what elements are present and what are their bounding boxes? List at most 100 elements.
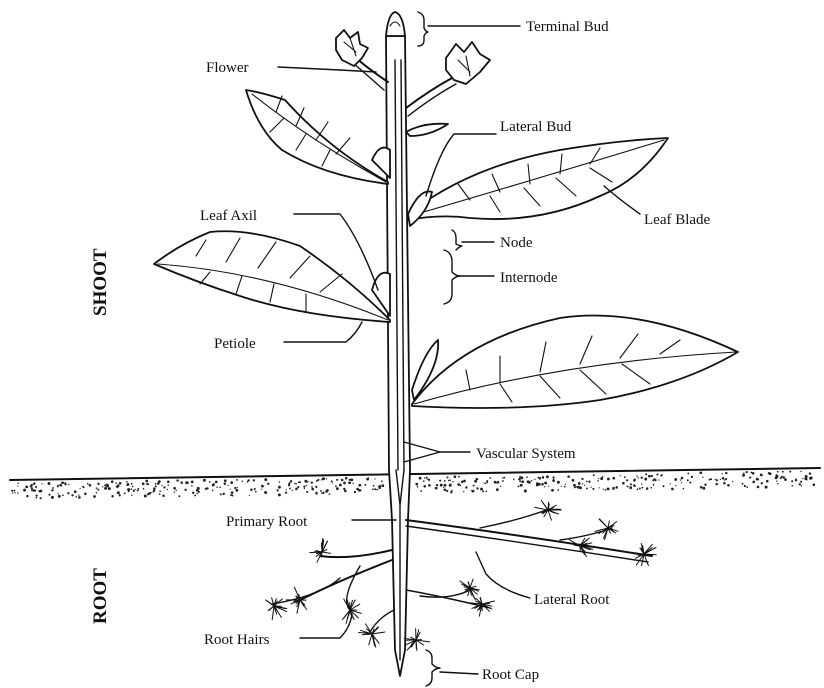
soil-dot <box>48 494 50 496</box>
soil-dot <box>191 481 194 484</box>
soil-dot <box>502 477 504 479</box>
soil-dot <box>119 482 122 485</box>
soil-dot <box>444 484 447 487</box>
soil-dot <box>26 495 28 497</box>
soil-dot <box>332 482 333 483</box>
soil-dot <box>264 491 267 494</box>
soil-dot <box>519 481 521 483</box>
soil-dot <box>593 474 595 476</box>
soil-dot <box>102 486 103 487</box>
soil-dot <box>277 489 279 491</box>
soil-dot <box>597 480 599 482</box>
soil-dot <box>212 490 214 492</box>
soil-dot <box>315 486 317 488</box>
soil-dot <box>67 492 69 494</box>
soil-dot <box>449 484 452 487</box>
shoot-section-label: SHOOT <box>90 248 111 316</box>
label-vascular-system: Vascular System <box>476 446 576 462</box>
soil-dot <box>521 480 524 483</box>
soil-dot <box>192 492 194 494</box>
soil-dot <box>230 481 233 484</box>
soil-dot <box>373 485 375 487</box>
soil-dot <box>527 480 530 483</box>
soil-dot <box>810 477 813 480</box>
soil-dot <box>321 493 322 494</box>
soil-dot <box>79 488 80 489</box>
soil-dot <box>552 479 555 482</box>
soil-dot <box>486 480 488 482</box>
soil-dot <box>97 489 99 491</box>
soil-dot <box>197 487 200 490</box>
soil-dot <box>802 478 803 479</box>
soil-dot <box>599 487 600 488</box>
soil-dot <box>137 489 139 491</box>
soil-dot <box>806 479 807 480</box>
soil-dot <box>231 491 234 494</box>
soil-dot <box>159 493 161 495</box>
soil-dot <box>784 478 787 481</box>
soil-dot <box>17 492 19 494</box>
soil-dot <box>295 488 298 491</box>
label-lateral-bud: Lateral Bud <box>500 119 572 135</box>
soil-dot <box>237 487 238 488</box>
soil-dot <box>607 487 610 490</box>
soil-dot <box>335 485 337 487</box>
soil-dot <box>424 477 425 478</box>
soil-dot <box>546 475 549 478</box>
soil-dot <box>209 481 211 483</box>
soil-dot <box>689 481 691 483</box>
soil-dot <box>341 479 344 482</box>
soil-dot <box>612 487 614 489</box>
roots <box>266 500 657 650</box>
soil-dot <box>749 477 751 479</box>
soil-dot <box>48 482 51 485</box>
soil-dot <box>143 488 145 490</box>
soil-dot <box>473 485 474 486</box>
soil-dot <box>504 477 506 479</box>
soil-dot <box>345 477 348 480</box>
soil-dot <box>234 487 236 489</box>
label-terminal-bud: Terminal Bud <box>526 19 609 35</box>
soil-dot <box>145 480 148 483</box>
soil-dot <box>791 485 793 487</box>
soil-dot <box>744 485 746 487</box>
soil-dot <box>642 487 644 489</box>
soil-dot <box>700 486 703 489</box>
soil-dot <box>364 484 366 486</box>
soil-dot <box>612 477 615 480</box>
soil-dot <box>662 485 664 487</box>
soil-dot <box>241 481 242 482</box>
soil-dot <box>162 485 163 486</box>
soil-dot <box>285 492 287 494</box>
root-hair <box>644 548 656 555</box>
soil-dot <box>64 482 66 484</box>
soil-dot <box>800 481 802 483</box>
soil-dot <box>743 473 745 475</box>
soil-dot <box>723 482 726 485</box>
soil-dot <box>565 484 566 485</box>
soil-dot <box>331 480 333 482</box>
soil-dot <box>777 471 779 473</box>
soil-dot <box>681 482 682 483</box>
root-hair <box>322 552 331 553</box>
soil-dot <box>191 485 193 487</box>
soil-dot <box>460 485 461 486</box>
soil-dot <box>279 481 280 482</box>
soil-dot <box>187 482 189 484</box>
soil-dot <box>452 481 453 482</box>
soil-dot <box>423 480 425 482</box>
soil-dot <box>789 471 791 473</box>
soil-dot <box>306 485 307 486</box>
soil-dot <box>194 494 196 496</box>
soil-dot <box>40 497 42 499</box>
soil-dot <box>93 495 96 498</box>
soil-dot <box>62 494 64 496</box>
soil-dot <box>531 480 532 481</box>
soil-dot <box>353 483 354 484</box>
soil-dot <box>513 479 515 481</box>
soil-dot <box>709 479 711 481</box>
soil-dot <box>704 484 706 486</box>
soil-dot <box>761 482 763 484</box>
soil-dot <box>349 482 351 484</box>
